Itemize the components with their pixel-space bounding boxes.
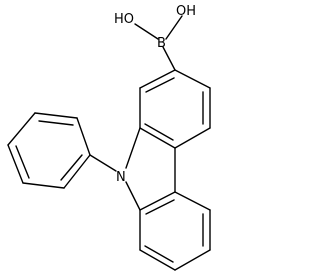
bond-ring1-a <box>174 69 211 89</box>
bond-ph-f-inner <box>60 154 83 181</box>
bond-c-n-upper <box>125 127 141 169</box>
bond-n-c-lower <box>125 181 141 211</box>
molecule-structure: HO OH B N <box>7 4 211 271</box>
bond-ph-a <box>76 117 91 156</box>
lower-benzo-ring <box>139 191 211 271</box>
atom-label-boron: B <box>157 36 166 51</box>
boronic-acid-group <box>134 15 183 71</box>
atom-label-ho: HO <box>114 12 134 27</box>
upper-benzo-ring <box>139 69 211 149</box>
bond-ring2-d-inner <box>144 245 174 263</box>
bond-ring2-f <box>139 191 176 211</box>
bond-ph-d <box>7 144 24 184</box>
bond-n-phenyl <box>89 154 117 172</box>
bond-ring1-f-inner <box>145 77 175 93</box>
bond-ph-b-inner <box>38 120 74 126</box>
bond-ring1-c <box>174 127 211 149</box>
atom-label-oh: OH <box>176 4 196 19</box>
phenyl-ring <box>7 112 117 189</box>
bond-b-o-left <box>134 23 159 40</box>
bond-ring2-a <box>174 191 211 211</box>
bond-ring2-d <box>139 249 176 271</box>
bond-ring2-f-inner <box>145 199 175 215</box>
atom-label-nitrogen: N <box>116 170 126 185</box>
bond-ring1-f <box>139 69 176 89</box>
bond-b-ring <box>162 46 176 71</box>
bond-b-o-right <box>165 15 183 40</box>
bond-ph-d-inner <box>15 145 30 179</box>
bond-ph-f <box>63 154 91 189</box>
bond-ph-c <box>7 112 36 146</box>
bond-ring2-c <box>174 249 211 271</box>
bond-ph-b <box>34 112 78 119</box>
pyrrole-ring <box>125 127 176 211</box>
bond-ph-e <box>22 182 65 189</box>
bond-ring1-d-inner <box>144 123 174 141</box>
bond-ring1-d <box>139 127 176 149</box>
